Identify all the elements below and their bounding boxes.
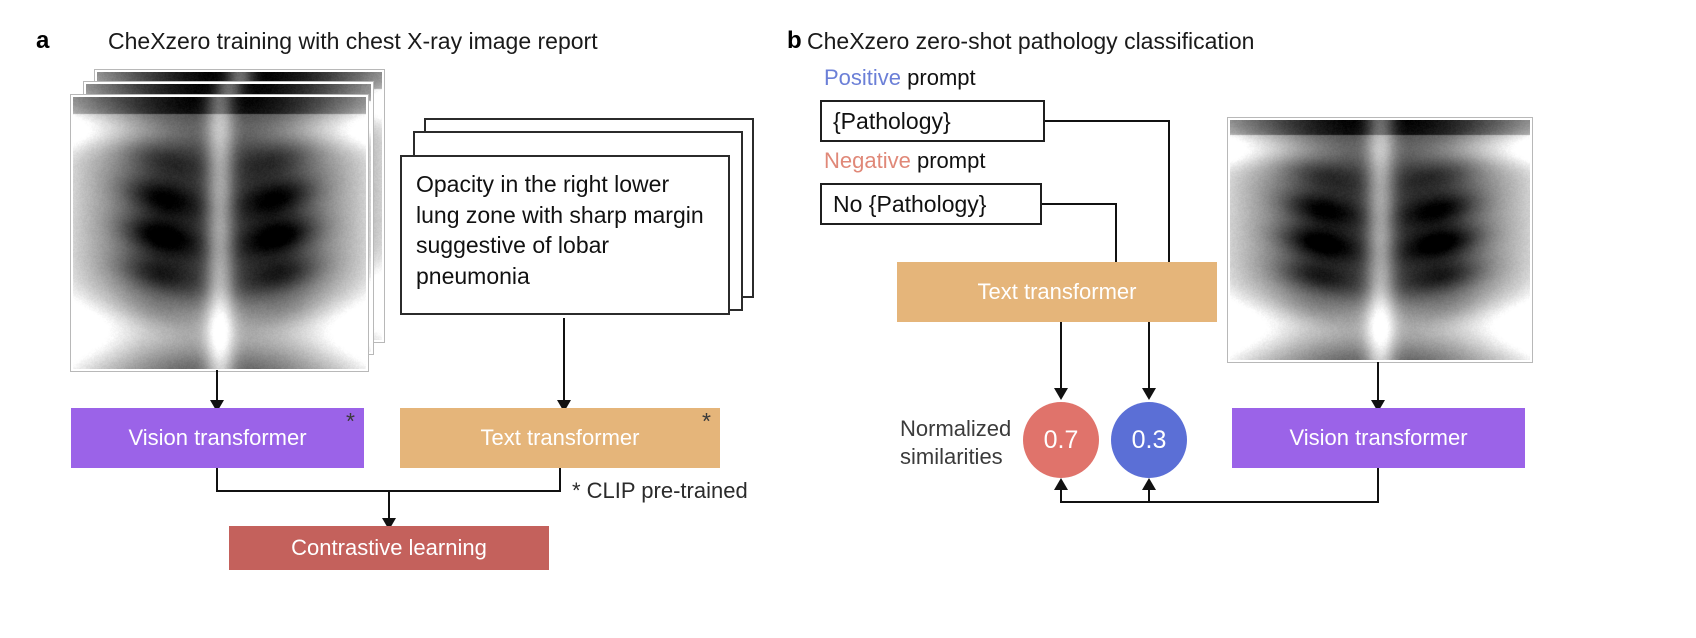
connector-positive-right	[1045, 120, 1170, 122]
connector-positive-down	[1168, 120, 1170, 262]
connector-text-to-positive-circle	[1060, 322, 1062, 390]
connector-negative-right	[1042, 203, 1117, 205]
text-transformer-box-a[interactable]: Text transformer *	[400, 408, 720, 468]
clip-pretrained-footnote: * CLIP pre-trained	[572, 478, 748, 504]
arrowhead-negative-circle	[1142, 388, 1156, 400]
normalized-similarities-label: Normalized similarities	[900, 415, 1011, 470]
vision-transformer-box-b[interactable]: Vision transformer	[1232, 408, 1525, 468]
positive-prompt-label: Positive prompt	[824, 65, 976, 91]
xray-canvas-front	[73, 97, 366, 369]
connector-xray-to-vision-b	[1377, 362, 1379, 402]
connector-vision-down	[216, 468, 218, 492]
negative-similarity-value: 0.3	[1132, 426, 1167, 455]
panel-a-letter: a	[36, 27, 49, 55]
positive-similarity-value: 0.7	[1044, 426, 1079, 455]
connector-text-to-negative-circle	[1148, 322, 1150, 390]
arrowhead-feedback-positive	[1054, 478, 1068, 490]
connector-merge-to-contrastive	[388, 490, 390, 520]
report-text: Opacity in the right lower lung zone wit…	[416, 169, 718, 291]
positive-prompt-suffix: prompt	[901, 65, 976, 90]
negative-prompt-suffix: prompt	[911, 148, 986, 173]
normalized-similarities-line1: Normalized	[900, 415, 1011, 443]
positive-prompt-box[interactable]: {Pathology}	[820, 100, 1045, 142]
connector-report-to-text	[563, 318, 565, 402]
text-transformer-label-a: Text transformer	[481, 425, 640, 451]
connector-feedback-to-positive	[1060, 488, 1062, 503]
contrastive-learning-box[interactable]: Contrastive learning	[229, 526, 549, 570]
negative-prompt-label: Negative prompt	[824, 148, 985, 174]
xray-canvas-inference	[1230, 120, 1530, 360]
panel-b-title: CheXzero zero-shot pathology classificat…	[807, 28, 1254, 55]
text-transformer-label-b: Text transformer	[978, 279, 1137, 305]
text-transformer-box-b[interactable]: Text transformer	[897, 262, 1217, 322]
vision-transformer-box-a[interactable]: Vision transformer *	[71, 408, 364, 468]
contrastive-learning-label: Contrastive learning	[291, 535, 487, 561]
vision-transformer-label-a: Vision transformer	[128, 425, 306, 451]
negative-keyword: Negative	[824, 148, 911, 173]
arrowhead-positive-circle	[1054, 388, 1068, 400]
connector-xray-to-vision	[216, 370, 218, 402]
asterisk-marker-vision: *	[346, 410, 355, 433]
report-card-front: Opacity in the right lower lung zone wit…	[400, 155, 730, 315]
normalized-similarities-line2: similarities	[900, 443, 1011, 471]
positive-keyword: Positive	[824, 65, 901, 90]
arrowhead-feedback-negative	[1142, 478, 1156, 490]
connector-feedback-to-negative	[1148, 488, 1150, 503]
positive-prompt-value: {Pathology}	[822, 108, 951, 135]
connector-vision-feedback-horizontal	[1060, 501, 1379, 503]
connector-negative-down	[1115, 203, 1117, 262]
xray-sheet-front	[71, 95, 368, 371]
panel-a-title: CheXzero training with chest X-ray image…	[108, 28, 598, 55]
negative-prompt-value: No {Pathology}	[822, 191, 986, 218]
negative-similarity-circle: 0.3	[1111, 402, 1187, 478]
asterisk-marker-text: *	[702, 410, 711, 433]
xray-image-inference	[1228, 118, 1532, 362]
connector-vision-feedback-down	[1377, 468, 1379, 503]
vision-transformer-label-b: Vision transformer	[1289, 425, 1467, 451]
positive-similarity-circle: 0.7	[1023, 402, 1099, 478]
panel-b-letter: b	[787, 27, 802, 55]
negative-prompt-box[interactable]: No {Pathology}	[820, 183, 1042, 225]
connector-text-down	[559, 468, 561, 492]
